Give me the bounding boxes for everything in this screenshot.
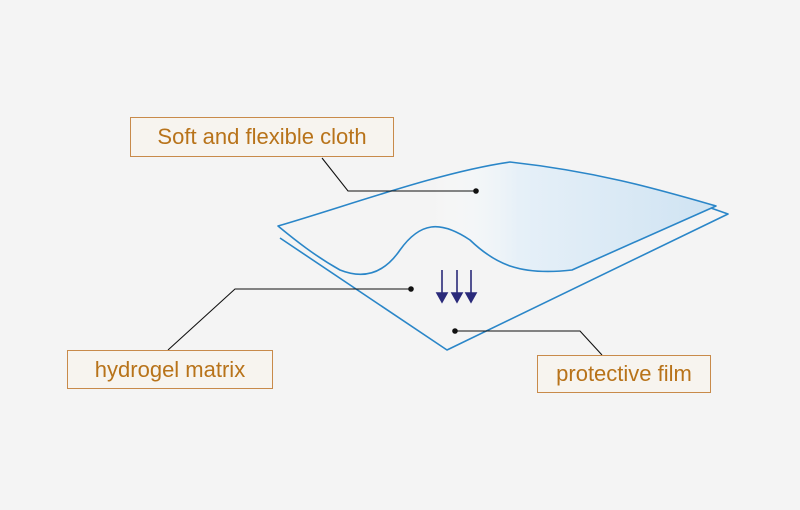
leader-dot-film — [452, 328, 458, 334]
leader-dot-cloth — [473, 188, 479, 194]
leader-hydrogel — [167, 288, 411, 351]
label-protective-film: protective film — [537, 355, 711, 393]
leader-lines — [167, 157, 603, 356]
label-hydrogel-matrix: hydrogel matrix — [67, 350, 273, 389]
cloth-sheet — [277, 161, 717, 275]
label-film-text: protective film — [556, 361, 692, 386]
label-cloth-text: Soft and flexible cloth — [157, 124, 367, 149]
leader-cloth — [321, 157, 476, 192]
leader-dot-hydrogel — [408, 286, 414, 292]
protective-film-sheet — [279, 206, 729, 351]
leader-film — [455, 330, 603, 356]
arrows-down-icon — [435, 270, 478, 304]
label-cloth: Soft and flexible cloth — [130, 117, 394, 157]
label-hydrogel-text: hydrogel matrix — [94, 356, 246, 382]
